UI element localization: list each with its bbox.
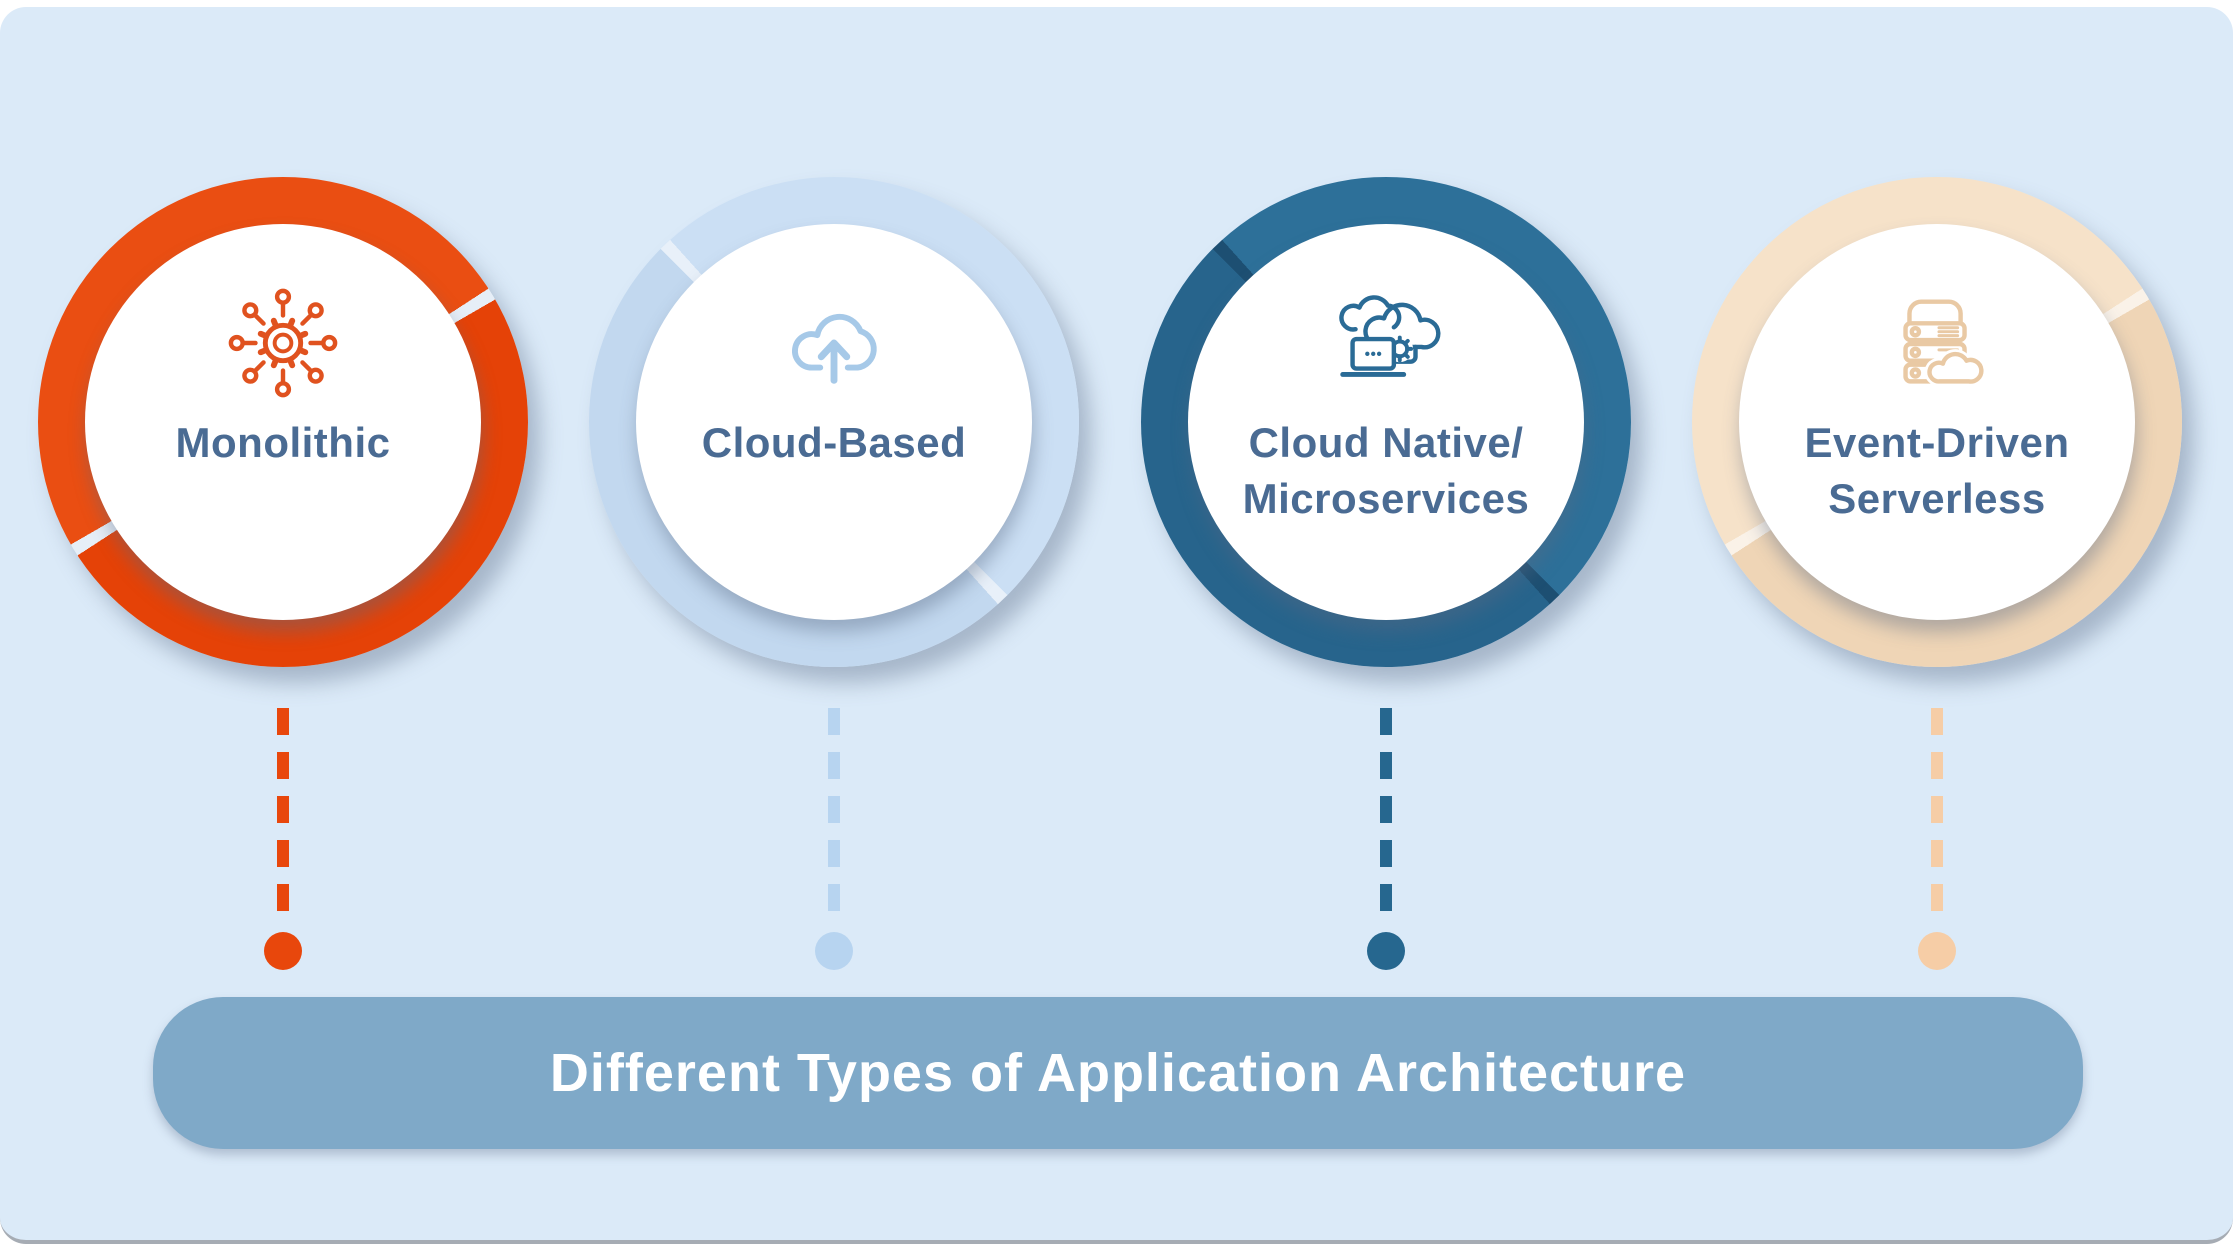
arch-label-line1: Event-Driven bbox=[1804, 419, 2070, 466]
connector-dot bbox=[264, 932, 302, 970]
connector-dot bbox=[1367, 932, 1405, 970]
arch-item-monolithic: Monolithic bbox=[38, 177, 528, 977]
dashed-connector bbox=[1380, 708, 1392, 914]
ring-monolithic: Monolithic bbox=[38, 177, 528, 667]
arch-item-cloud-based: Cloud-Based bbox=[589, 177, 1079, 977]
arch-label: Event-Driven Serverless bbox=[1739, 415, 2135, 527]
arch-item-cloud-native-microservices: Cloud Native/ Microservices bbox=[1141, 177, 1631, 977]
cloud-gear-laptop-icon bbox=[1327, 284, 1445, 402]
inner-circle: Cloud Native/ Microservices bbox=[1188, 224, 1584, 620]
ring-cloud-based: Cloud-Based bbox=[589, 177, 1079, 667]
infographic-card: Monolithic bbox=[0, 7, 2233, 1244]
ring-event-driven: Event-Driven Serverless bbox=[1692, 177, 2182, 667]
connector-dot bbox=[815, 932, 853, 970]
arch-label: Cloud Native/ Microservices bbox=[1188, 415, 1584, 527]
ring-cloud-native: Cloud Native/ Microservices bbox=[1141, 177, 1631, 667]
dashed-connector bbox=[828, 708, 840, 914]
dashed-connector bbox=[1931, 708, 1943, 914]
title-banner: Different Types of Application Architect… bbox=[153, 997, 2083, 1149]
inner-circle: Monolithic bbox=[85, 224, 481, 620]
arch-item-event-driven-serverless: Event-Driven Serverless bbox=[1692, 177, 2182, 977]
server-cloud-icon bbox=[1878, 284, 1996, 402]
inner-circle: Event-Driven Serverless bbox=[1739, 224, 2135, 620]
arch-label-line1: Cloud-Based bbox=[701, 419, 967, 466]
dashed-connector bbox=[277, 708, 289, 914]
hub-network-icon bbox=[224, 284, 342, 402]
arch-label: Cloud-Based bbox=[636, 415, 1032, 471]
inner-circle: Cloud-Based bbox=[636, 224, 1032, 620]
cloud-upload-icon bbox=[775, 284, 893, 402]
arch-label-line1: Cloud Native/ bbox=[1248, 419, 1524, 466]
arch-label-line2: Serverless bbox=[1828, 475, 2046, 522]
banner-title: Different Types of Application Architect… bbox=[549, 1043, 1687, 1103]
arch-label-line1: Monolithic bbox=[175, 419, 391, 466]
connector-dot bbox=[1918, 932, 1956, 970]
arch-label: Monolithic bbox=[85, 415, 481, 471]
arch-label-line2: Microservices bbox=[1242, 475, 1530, 522]
